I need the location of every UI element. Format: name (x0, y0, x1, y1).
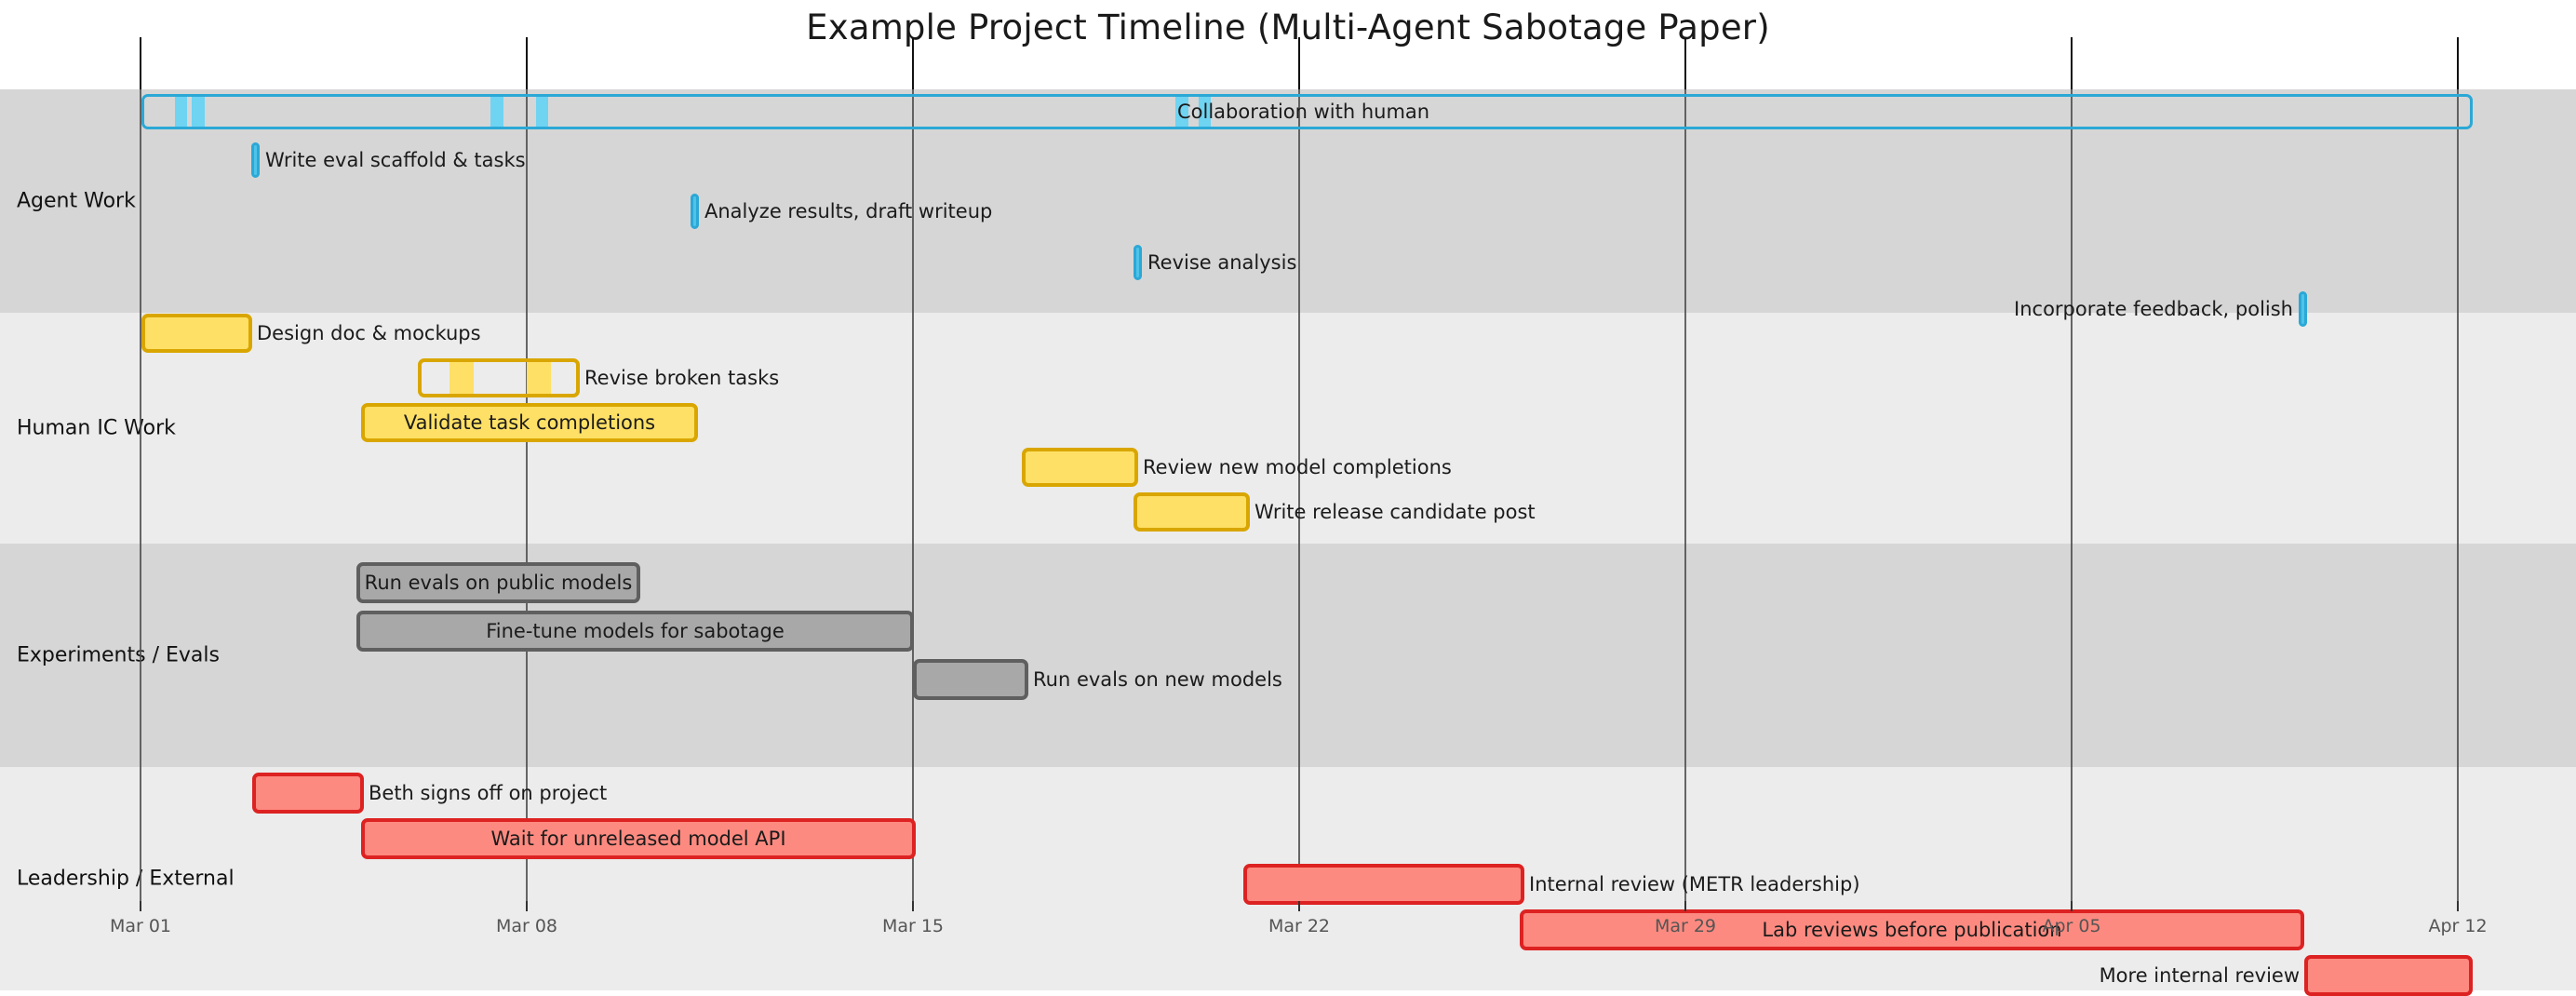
gantt-bar-label: Write release candidate post (1254, 501, 1536, 523)
gantt-bar-label: Run evals on public models (364, 572, 633, 594)
gantt-bar-segment (192, 97, 205, 127)
axis-tick-label-1: Mar 08 (495, 916, 558, 936)
gantt-bar[interactable]: Design doc & mockups (141, 314, 481, 353)
gantt-bar-label: Revise analysis (1147, 251, 1297, 274)
gantt-bar[interactable]: Validate task completions (361, 403, 698, 442)
gantt-bar-label: More internal review (2099, 964, 2300, 987)
gantt-bar-segment (1199, 97, 1211, 127)
gridline-top-0 (140, 37, 141, 89)
gantt-bar[interactable]: Incorporate feedback, polish (2014, 291, 2307, 327)
row-label-human-ic-work: Human IC Work (17, 416, 176, 440)
gantt-bar-label: Revise broken tasks (584, 367, 780, 389)
gantt-bar-label: Collaboration with human (1177, 101, 1430, 123)
axis-tick-label-6: Apr 12 (2428, 916, 2488, 936)
gantt-bar[interactable]: Beth signs off on project (252, 773, 607, 814)
gantt-bar[interactable]: Analyze results, draft writeup (691, 194, 992, 229)
axis-tick-label-3: Mar 22 (1268, 916, 1331, 936)
gridline-3 (1298, 89, 1300, 901)
gridline-5 (2071, 89, 2073, 901)
gantt-bar[interactable]: Collaboration with human (141, 94, 2473, 129)
gantt-bar-label: Lab reviews before publication (1762, 919, 2062, 941)
gridline-top-2 (912, 37, 914, 89)
gridline-top-6 (2457, 37, 2459, 89)
gantt-bar-segment (536, 97, 548, 127)
row-label-leadership-external: Leadership / External (17, 867, 235, 891)
gantt-bar-label: Analyze results, draft writeup (704, 200, 993, 222)
axis-tick-4 (1684, 901, 1686, 911)
gantt-bar[interactable]: Write eval scaffold & tasks (251, 142, 526, 178)
axis-tick-label-0: Mar 01 (109, 916, 172, 936)
gantt-bar-segment (527, 362, 551, 394)
axis-tick-2 (912, 901, 914, 911)
gridline-top-4 (1684, 37, 1686, 89)
gridline-0 (140, 89, 141, 901)
gantt-bar-segment (1175, 97, 1188, 127)
gantt-bar[interactable]: Review new model completions (1022, 448, 1452, 487)
gantt-bar[interactable]: Lab reviews before publication (1520, 909, 2304, 950)
axis-tick-0 (140, 901, 141, 911)
row-label-agent-work: Agent Work (17, 189, 136, 213)
axis-tick-label-2: Mar 15 (881, 916, 945, 936)
gantt-bar-label: Wait for unreleased model API (490, 828, 786, 850)
chart-title: Example Project Timeline (Multi-Agent Sa… (806, 7, 1770, 47)
gantt-bar[interactable]: Revise broken tasks (418, 358, 779, 397)
row-label-experiments-evals: Experiments / Evals (17, 643, 220, 667)
gantt-bar[interactable]: Run evals on public models (356, 562, 640, 603)
axis-tick-label-5: Apr 05 (2042, 916, 2101, 936)
gantt-bar-label: Beth signs off on project (369, 782, 608, 804)
gantt-bar-label: Internal review (METR leadership) (1529, 873, 1860, 895)
gridline-top-3 (1298, 37, 1300, 89)
axis-tick-5 (2071, 901, 2073, 911)
axis-tick-label-4: Mar 29 (1654, 916, 1717, 936)
axis-tick-6 (2457, 901, 2459, 911)
gantt-bar-label: Review new model completions (1143, 456, 1452, 478)
gantt-bar-label: Run evals on new models (1033, 668, 1282, 691)
gantt-bar-label: Design doc & mockups (257, 322, 481, 344)
gantt-bar-segment (490, 97, 503, 127)
gantt-bar[interactable]: Revise analysis (1134, 245, 1296, 280)
x-axis: Mar 01 Mar 08 Mar 15 Mar 22 Mar 29 Apr 05 Apr … (0, 901, 2576, 990)
gantt-bar-segment (449, 362, 474, 394)
gridline-6 (2457, 89, 2459, 901)
axis-tick-1 (526, 901, 528, 911)
gantt-bar[interactable]: Write release candidate post (1134, 492, 1536, 532)
gantt-bar[interactable]: Internal review (METR leadership) (1243, 864, 1860, 905)
gantt-bar[interactable]: Wait for unreleased model API (361, 818, 916, 859)
gantt-bar-label: Incorporate feedback, polish (2014, 298, 2293, 320)
gridline-2 (912, 89, 914, 901)
gantt-bar-label: Fine-tune models for sabotage (486, 620, 785, 642)
gridline-top-1 (526, 37, 528, 89)
gantt-bar-label: Validate task completions (403, 411, 656, 434)
gridline-1 (526, 89, 528, 901)
gantt-bar[interactable]: Fine-tune models for sabotage (356, 611, 914, 652)
gantt-bar-segment (175, 97, 187, 127)
gridline-4 (1684, 89, 1686, 901)
gantt-bar-label: Write eval scaffold & tasks (265, 149, 526, 171)
axis-tick-3 (1298, 901, 1300, 911)
gantt-bar[interactable]: Run evals on new models (913, 659, 1282, 700)
gridline-top-5 (2071, 37, 2073, 89)
